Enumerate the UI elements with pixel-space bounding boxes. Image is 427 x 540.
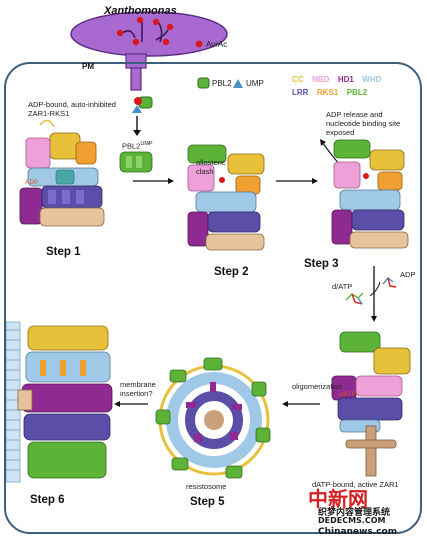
- legend-pbl2: PBL2: [346, 88, 368, 97]
- xanthomonas-cell: [70, 11, 228, 57]
- watermark-brand: 中新网: [308, 487, 368, 511]
- step3-label: Step 3: [304, 258, 339, 270]
- resistosome-label: resistosome: [186, 482, 227, 491]
- secretion-system-icon: [120, 20, 169, 43]
- resistosome-structure: [155, 357, 271, 479]
- datp-label: d/ATP: [332, 282, 353, 291]
- effector-dot: [166, 23, 174, 31]
- pbl2-ump-superscript: UMP: [140, 141, 153, 147]
- datp-inline-label: dATP: [340, 391, 356, 398]
- effector-dot: [132, 38, 140, 46]
- arrow-head-icon: [312, 178, 318, 184]
- active-state-label: dATP-bound, active ZAR1: [312, 480, 399, 489]
- allosteric-clash-label: allosteric clash: [196, 158, 226, 176]
- avrac-legend-dot: [195, 40, 203, 48]
- zar1-rks1-step1-structure: [19, 119, 105, 227]
- oligomerization-label: oligomerization: [292, 382, 343, 391]
- arrow-head-icon: [371, 316, 377, 322]
- watermark-url: Chinanews.com: [318, 527, 398, 537]
- avrac-label: AvrAc: [206, 40, 228, 49]
- legend-hd1: HD1: [337, 75, 354, 84]
- domain-legend: CC NBD HD1 WHD LRR RKS1 PBL2: [292, 72, 420, 98]
- legend-whd: WHD: [362, 75, 382, 84]
- pbl2-ump-label: PBL2UMP: [122, 140, 153, 151]
- pbl2-legend-icon: [197, 77, 210, 89]
- step6-label: Step 6: [30, 494, 65, 506]
- bacterium-label: Xanthomonas: [104, 5, 177, 17]
- watermark-sub: 织梦内容管理系统: [318, 508, 391, 518]
- plant-cell-boundary: [4, 62, 422, 534]
- effector-dot: [136, 16, 144, 24]
- effector-dot: [162, 38, 170, 46]
- adp-inline-label: ADP: [25, 179, 39, 186]
- arrow-head-icon: [320, 139, 326, 146]
- effector-dot: [116, 29, 124, 37]
- avrac-icon: [134, 97, 142, 105]
- membrane-label: PM: [82, 62, 94, 71]
- zar1-rks1-pbl2-step2-structure: [187, 144, 265, 251]
- step5-label: Step 5: [190, 496, 225, 508]
- watermark-site: DEDECMS.COM: [318, 516, 386, 525]
- legend-lrr: LRR: [292, 88, 309, 97]
- pbl2-ump-label-text: PBL2: [122, 141, 141, 151]
- adp-label: ADP: [400, 270, 416, 279]
- legend-nbd: NBD: [312, 75, 330, 84]
- legend-rks1: RKS1: [316, 88, 339, 97]
- adp-molecule-icon: [382, 277, 397, 288]
- ump-legend-icon: [233, 79, 243, 88]
- adp-release-label: ADP release and nucleotide binding site …: [326, 110, 401, 137]
- exchange-arrow: [369, 281, 381, 297]
- arrow-head-icon: [114, 401, 120, 407]
- effector-dot: [152, 18, 160, 26]
- datp-molecule-icon: [345, 292, 364, 305]
- step1-label: Step 1: [46, 246, 81, 258]
- arrow-head-icon: [133, 130, 141, 136]
- ump-icon: [132, 105, 142, 113]
- legend-cc: CC: [292, 75, 304, 84]
- arrow-head-icon: [168, 178, 174, 184]
- membrane-insertion-label: membrane insertion?: [120, 380, 156, 398]
- pbl2-legend-label: PBL2: [212, 79, 232, 88]
- active-zar1-step4-structure: [331, 331, 411, 477]
- step2-label: Step 2: [214, 266, 249, 278]
- zar1-rks1-pbl2-step3-structure: [331, 139, 409, 249]
- pbl2-ump-structure: [119, 151, 153, 173]
- secretion-needle-stem: [130, 67, 142, 91]
- arrow-head-icon: [282, 401, 288, 407]
- ump-legend-label: UMP: [246, 79, 264, 88]
- initial-state-label: ADP-bound, auto-inhibited ZAR1-RKS1: [28, 100, 116, 118]
- membrane-inserted-resistosome-structure: [17, 325, 113, 479]
